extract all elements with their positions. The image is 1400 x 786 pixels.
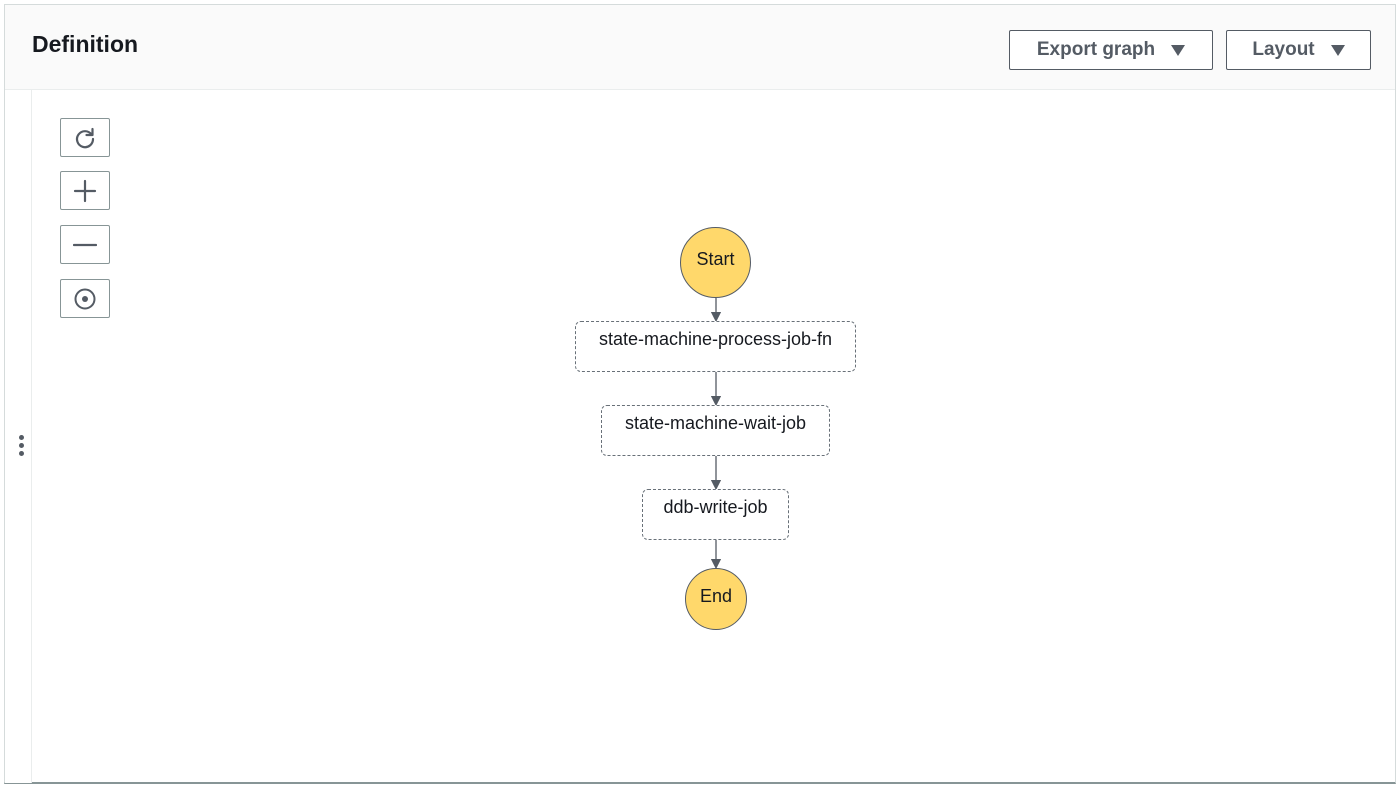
refresh-icon xyxy=(75,127,95,148)
export-graph-label: Export graph xyxy=(1036,39,1156,60)
process-job-state-node[interactable]: state-machine-process-job-fn xyxy=(575,321,856,372)
layout-label: Layout xyxy=(1252,39,1315,60)
ddb-write-job-state-node[interactable]: ddb-write-job xyxy=(642,489,789,540)
panel-header: Definition Export graph Layout xyxy=(5,5,1395,90)
start-node[interactable]: Start xyxy=(680,227,751,298)
state-machine-graph: Start state-machine-process-job-fn state… xyxy=(5,90,1397,783)
center-view-button[interactable] xyxy=(60,279,110,318)
start-node-label: Start xyxy=(696,249,735,269)
caret-down-icon xyxy=(1330,45,1345,56)
reset-view-button[interactable] xyxy=(60,118,110,157)
wait-job-state-node[interactable]: state-machine-wait-job xyxy=(601,405,830,456)
export-graph-button[interactable]: Export graph xyxy=(1009,30,1213,70)
splitter xyxy=(5,90,32,783)
ddb-write-job-state-label: ddb-write-job xyxy=(663,497,768,517)
end-node[interactable]: End xyxy=(685,568,747,630)
zoom-in-button[interactable] xyxy=(60,171,110,210)
page-title: Definition xyxy=(32,31,139,57)
plus-icon xyxy=(73,179,97,202)
graph-canvas[interactable]: Start state-machine-process-job-fn state… xyxy=(5,90,1395,783)
target-icon xyxy=(74,288,96,309)
end-node-label: End xyxy=(699,585,733,606)
zoom-out-button[interactable] xyxy=(60,225,110,264)
caret-down-icon xyxy=(1171,45,1186,56)
wait-job-state-label: state-machine-wait-job xyxy=(624,413,807,433)
definition-panel: Definition Export graph Layout xyxy=(4,4,1396,784)
minus-icon xyxy=(73,243,97,246)
layout-button[interactable]: Layout xyxy=(1226,30,1371,70)
process-job-state-label: state-machine-process-job-fn xyxy=(598,329,833,349)
drag-handle-icon[interactable] xyxy=(19,435,25,459)
